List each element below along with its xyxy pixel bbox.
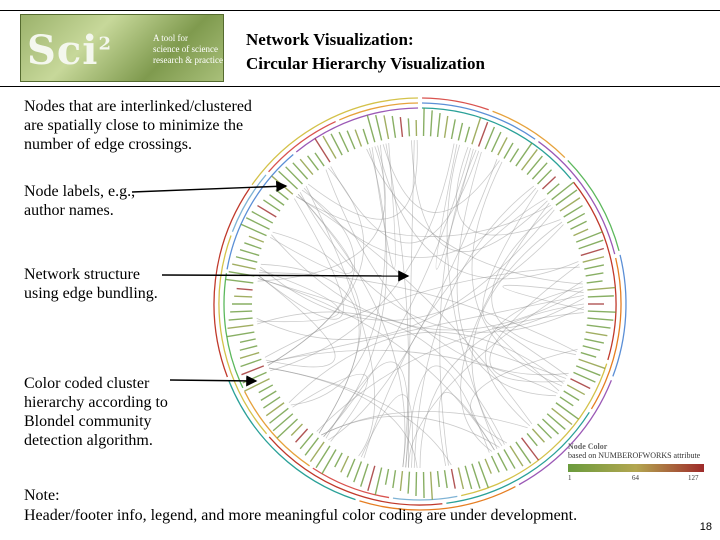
- logo-mark: Sci2: [27, 27, 112, 74]
- logo-tagline-1: A tool for: [153, 33, 188, 43]
- node-label-ring: [225, 108, 616, 500]
- node-color-legend: Node Color based on NUMBEROFWORKS attrib…: [568, 442, 710, 484]
- legend-min: 1: [568, 474, 572, 482]
- footer-note-line-2: Header/footer info, legend, and more mea…: [24, 507, 578, 524]
- title-line-1: Network Visualization:: [246, 30, 414, 49]
- logo-tagline-3: research & practice: [153, 55, 223, 65]
- sci2-logo: Sci2 A tool for science of science resea…: [20, 14, 224, 82]
- logo-tagline-2: science of science: [153, 44, 218, 54]
- annotation-color-hierarchy: Color coded cluster hierarchy according …: [24, 375, 168, 449]
- legend-ticks: 1 64 127: [568, 472, 710, 484]
- bundled-edges: [256, 140, 585, 469]
- cluster-hierarchy-rings: [213, 97, 627, 511]
- legend-mid: 64: [632, 474, 639, 482]
- annotation-spatial-clustering: Nodes that are interlinked/clustered are…: [24, 98, 252, 153]
- legend-title: Node Color: [568, 442, 608, 451]
- footer-note-line-1: Note:: [24, 487, 60, 504]
- legend-max: 127: [688, 474, 699, 482]
- circular-hierarchy-visualization: [213, 97, 627, 511]
- arrow-edge-bundling: [161, 270, 410, 282]
- arrow-color-hierarchy: [169, 375, 258, 387]
- top-rule: [0, 10, 720, 11]
- legend-color-bar: [568, 464, 704, 472]
- page-title: Network Visualization: Circular Hierarch…: [246, 28, 485, 76]
- header-rule: [0, 86, 720, 87]
- legend-subtitle: based on NUMBEROFWORKS attribute: [568, 451, 701, 460]
- arrow-node-labels: [131, 180, 288, 193]
- page-number: 18: [699, 521, 712, 533]
- title-line-2: Circular Hierarchy Visualization: [246, 54, 485, 73]
- annotation-node-labels: Node labels, e.g., author names.: [24, 183, 136, 219]
- footer-note: Note: Header/footer info, legend, and mo…: [24, 486, 577, 526]
- annotation-edge-bundling: Network structure using edge bundling.: [24, 266, 158, 302]
